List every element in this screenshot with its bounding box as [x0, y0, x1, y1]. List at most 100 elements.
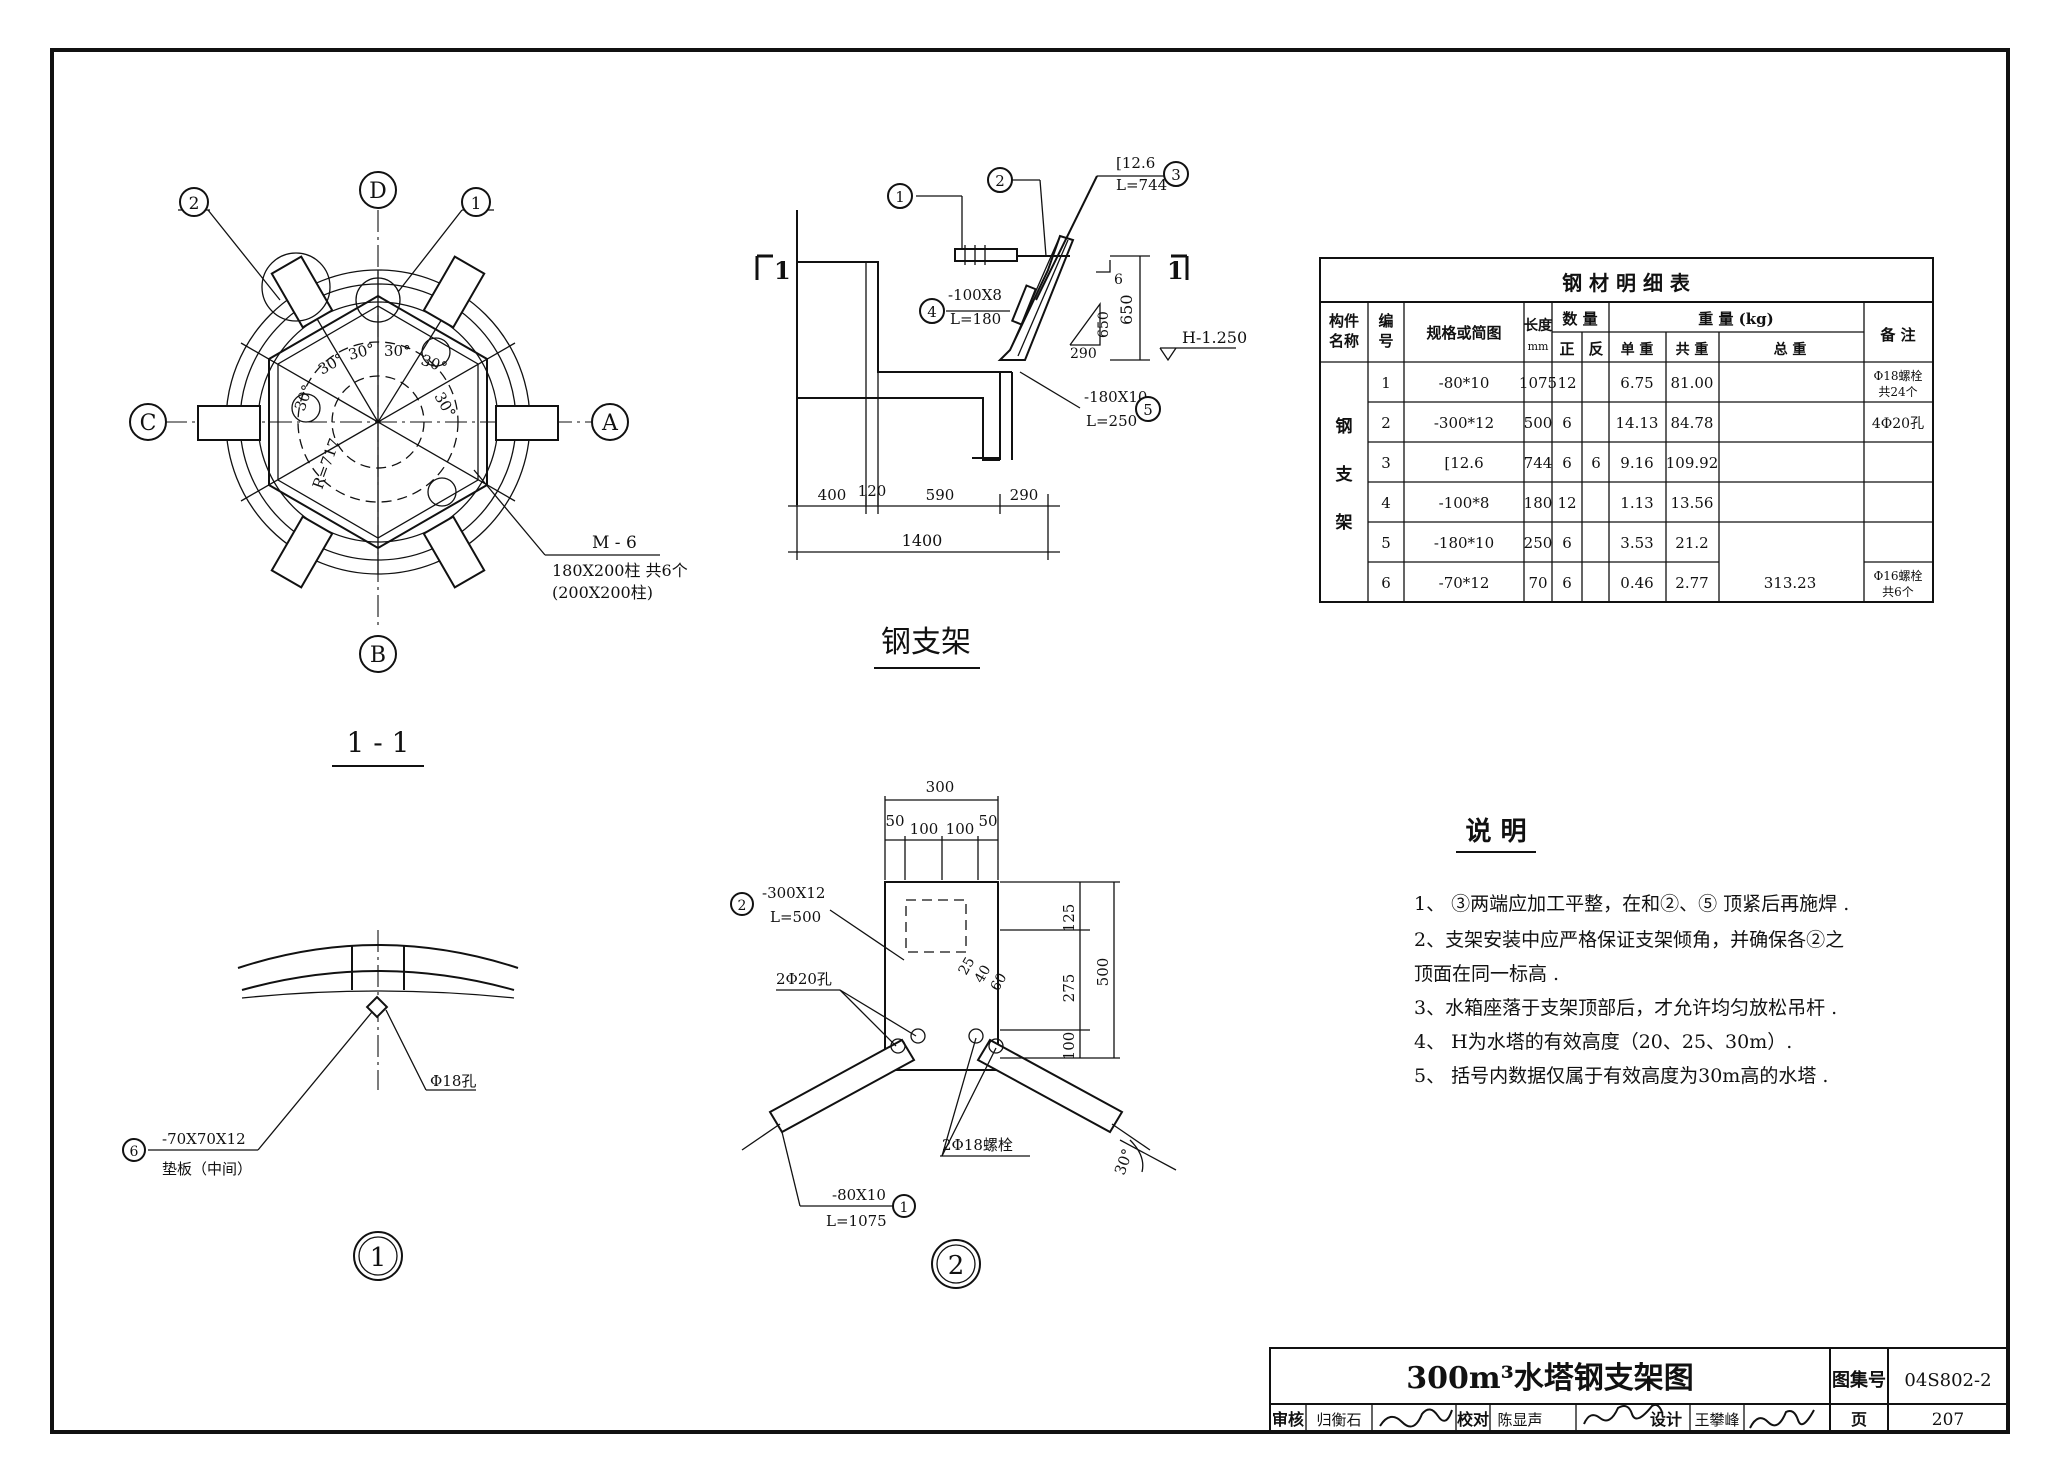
cell: 6	[1562, 574, 1572, 592]
cell: 6	[1562, 414, 1572, 432]
plan-callout-1: 1	[471, 194, 482, 214]
section-mark-right: 1	[1167, 256, 1184, 285]
bracket-view: 1 1 6 650 290 650	[755, 154, 1247, 669]
cell: 12	[1557, 494, 1576, 512]
cell: -180*10	[1434, 534, 1494, 552]
note-item: 5、 括号内数据仅属于有效高度为30m高的水塔 .	[1414, 1065, 1828, 1087]
slope-label-3: 290	[1070, 346, 1097, 362]
angle-label: 30°	[291, 382, 317, 413]
cell: Φ18螺栓	[1873, 368, 1922, 383]
cell: 2	[1381, 414, 1391, 432]
cell: Φ16螺栓	[1873, 568, 1922, 583]
cell: 1075	[1519, 374, 1557, 392]
detail-1: 6 -70X70X12 垫板（中间） Φ18孔 1	[122, 930, 519, 1281]
cell: 13.56	[1671, 494, 1714, 512]
grand-total: 313.23	[1764, 574, 1817, 592]
sheet-border	[50, 48, 2010, 1434]
checker-signature	[1583, 1403, 1663, 1425]
detail-1-plate-no: 6	[130, 1144, 139, 1160]
designer-signature	[1749, 1409, 1815, 1429]
header-sum-weight: 共 重	[1676, 341, 1709, 358]
cell: 5	[1381, 534, 1391, 552]
cell: 2.77	[1675, 574, 1708, 592]
dim-right: 125	[1060, 904, 1078, 933]
table-row: 3 [12.6 744 6 6 9.16 109.92	[1368, 441, 1933, 483]
member-name-3: 架	[1336, 512, 1353, 533]
column-mark: M - 6	[592, 533, 637, 553]
dim-top: 50	[885, 812, 904, 830]
axis-label-d: D	[369, 179, 387, 204]
header-total-weight: 总 重	[1774, 341, 1807, 358]
cell: 6	[1591, 454, 1601, 472]
header-length-unit: mm	[1528, 340, 1549, 353]
detail-2-angle: 30°	[1111, 1146, 1137, 1177]
detail-2: 300 50 100 100 50 125 275 100 500 25 40 …	[730, 778, 1177, 1289]
design-label: 设计	[1650, 1410, 1682, 1429]
cell: 84.78	[1671, 414, 1714, 432]
slope-label-1: 6	[1114, 272, 1123, 288]
table-row: 1 -80*10 1075 12 6.75 81.00 Φ18螺栓 共24个	[1368, 368, 1933, 403]
cell: -80*10	[1439, 374, 1490, 392]
dim-right-total: 500	[1094, 958, 1112, 987]
header-unit-weight: 单 重	[1621, 341, 1654, 358]
slope-label-2: 650	[1096, 311, 1112, 338]
note-item: 2、支架安装中应严格保证支架倾角，并确保各②之	[1414, 929, 1844, 951]
member-name-1: 钢	[1336, 416, 1353, 437]
dim-top: 100	[910, 820, 939, 838]
cell: 3.53	[1620, 534, 1653, 552]
cell: -300*12	[1434, 414, 1494, 432]
plan-view: D A B C 2 1 30° 30° 30° 30° 30° 30° R=71…	[129, 171, 688, 767]
column-note-2: (200X200柱)	[552, 583, 653, 602]
axis-label-a: A	[601, 411, 619, 436]
height-dim: 650	[1117, 294, 1136, 325]
dim-total: 1400	[902, 531, 943, 550]
cell: 14.13	[1616, 414, 1659, 432]
callout-3: 3	[1171, 166, 1181, 184]
detail-2-title: 2	[948, 1251, 965, 1281]
cell: 9.16	[1620, 454, 1653, 472]
cell: -70*12	[1439, 574, 1490, 592]
review-label: 审核	[1272, 1410, 1304, 1429]
angle-label: 30°	[419, 351, 450, 377]
callout-5: 5	[1143, 401, 1153, 419]
detail-2-bolts: 2Φ18螺栓	[942, 1136, 1013, 1154]
table-row: 4 -100*8 180 12 1.13 13.56	[1368, 494, 1933, 523]
cell: 3	[1381, 454, 1391, 472]
cell: 109.92	[1666, 454, 1719, 472]
page-label: 页	[1851, 1410, 1867, 1429]
angle-label: 30°	[384, 342, 411, 360]
axis-label-c: C	[140, 411, 157, 436]
detail-2-strap-no: 1	[900, 1200, 909, 1216]
table-title: 钢 材 明 细 表	[1562, 271, 1691, 295]
header-qty-neg: 反	[1588, 340, 1603, 358]
axis-label-b: B	[370, 643, 386, 668]
cell: [12.6	[1444, 454, 1483, 472]
dim-290: 290	[1010, 486, 1039, 504]
header-qty-pos: 正	[1559, 340, 1574, 358]
column-note-1: 180X200柱 共6个	[552, 561, 688, 580]
note-item: 顶面在同一标高 .	[1414, 963, 1559, 985]
callout-5-length: L=250	[1086, 412, 1137, 430]
dim-120: 120	[858, 482, 887, 500]
note-item: 1、 ③两端应加工平整，在和②、⑤ 顶紧后再施焊 .	[1414, 893, 1849, 915]
steel-table: 钢 材 明 细 表 构件 名称 编 号 规格或简图 长度 mm 数 量 正 反 …	[1319, 257, 1934, 603]
header-spec: 规格或简图	[1426, 324, 1501, 342]
atlas-number: 04S802-2	[1904, 1370, 1991, 1391]
detail-1-plate-note: 垫板（中间）	[162, 1160, 252, 1178]
checker-name: 陈显声	[1497, 1411, 1542, 1429]
header-member-2: 名称	[1329, 332, 1359, 350]
header-no: 编	[1378, 312, 1393, 330]
detail-2-holes: 2Φ20孔	[776, 970, 832, 988]
note-item: 4、 H为水塔的有效高度（20、25、30m）.	[1414, 1031, 1792, 1053]
header-note: 备 注	[1879, 326, 1915, 344]
detail-1-hole: Φ18孔	[430, 1072, 476, 1090]
cell: 6	[1562, 454, 1572, 472]
cell: 6	[1381, 574, 1391, 592]
dim-top: 50	[978, 812, 997, 830]
header-member: 构件	[1329, 312, 1359, 330]
section-mark-left: 1	[774, 256, 791, 285]
atlas-label: 图集号	[1832, 1369, 1886, 1391]
dim-right: 275	[1060, 974, 1078, 1003]
dim-top: 100	[946, 820, 975, 838]
